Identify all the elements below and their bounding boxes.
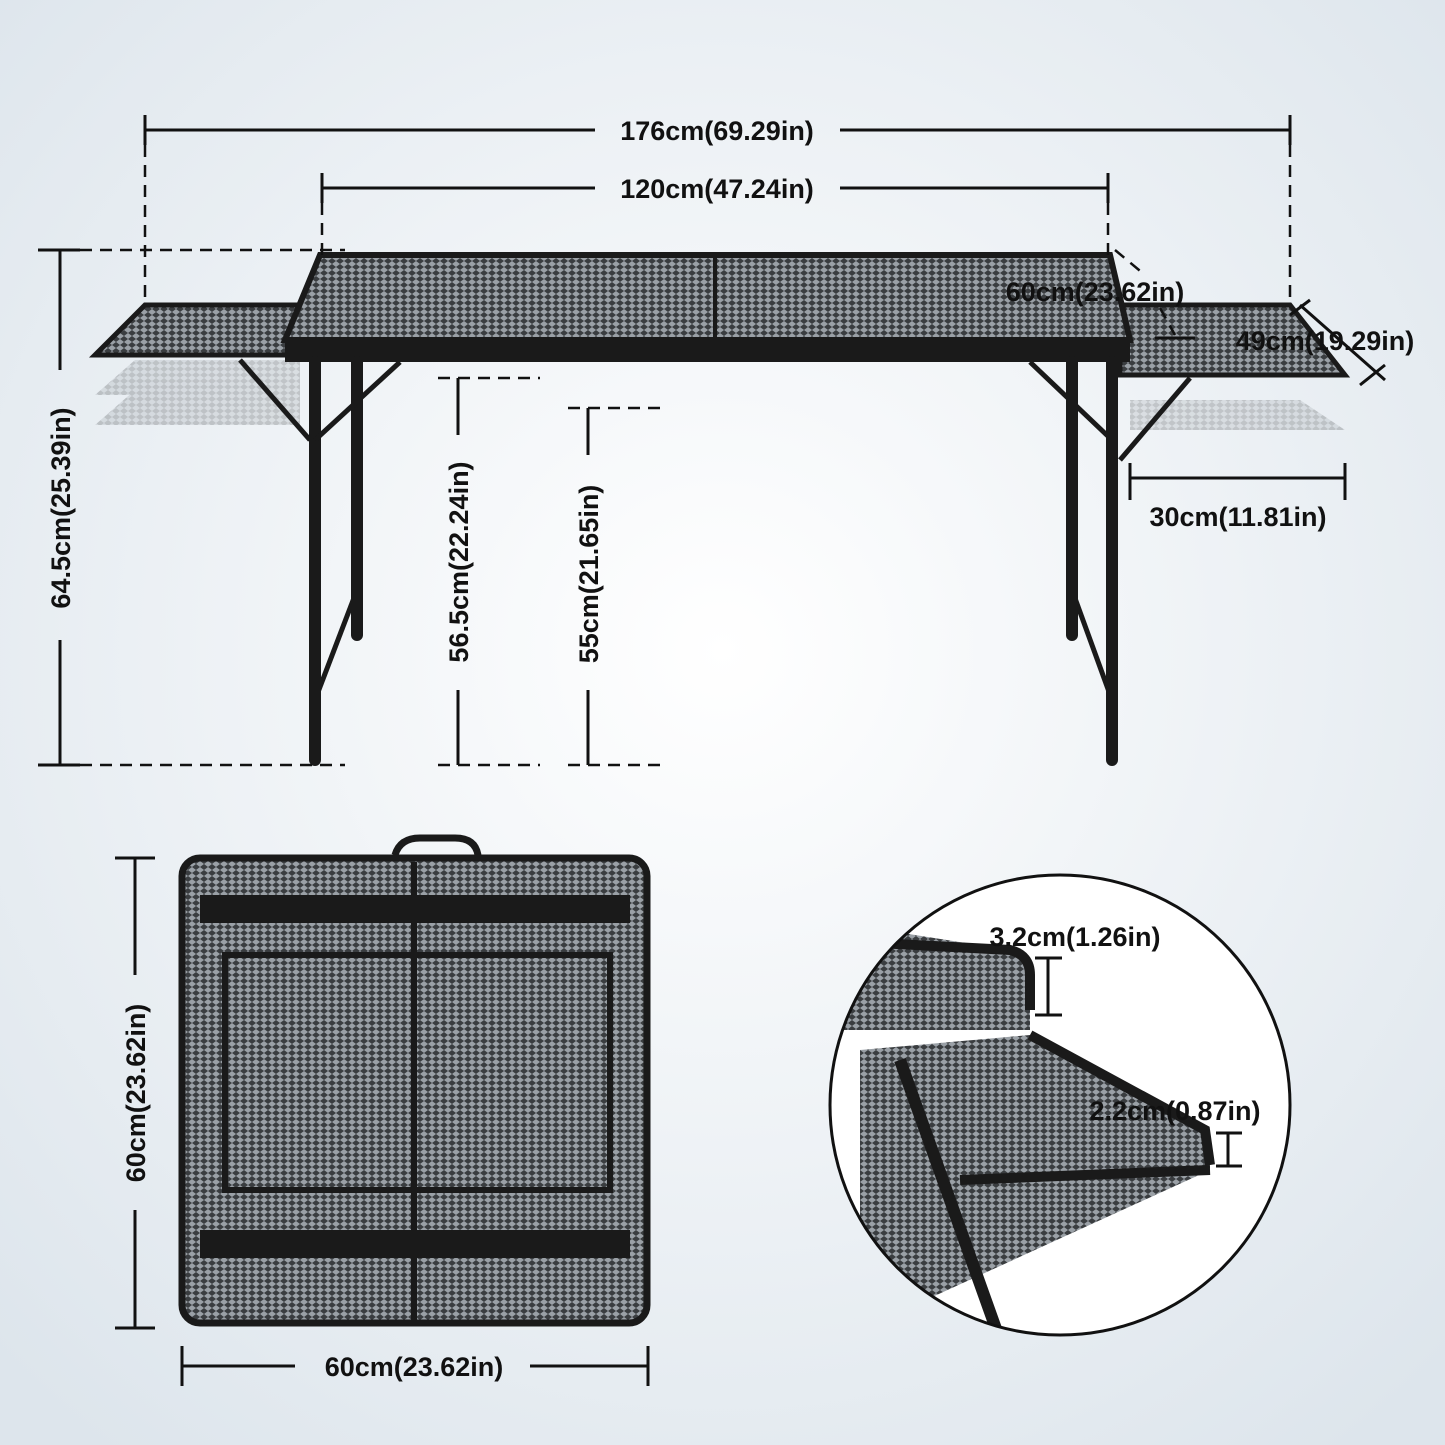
table-length-label: 120cm(47.24in) xyxy=(620,174,814,204)
carry-handle xyxy=(391,834,482,857)
folded-width-label: 60cm(23.62in) xyxy=(325,1352,504,1382)
table-depth-label: 60cm(23.62in) xyxy=(1006,277,1185,307)
leg-height-b-label: 55cm(21.65in) xyxy=(574,485,604,664)
table-top xyxy=(285,255,1130,340)
top-thickness-label: 3.2cm(1.26in) xyxy=(989,922,1160,952)
left-side-shelf xyxy=(95,305,305,355)
side-shelf-width-label: 30cm(11.81in) xyxy=(1149,502,1326,532)
total-length-label: 176cm(69.29in) xyxy=(620,116,814,146)
max-height-label: 64.5cm(25.39in) xyxy=(46,407,76,608)
shelf-thickness-label: 2.2cm(0.87in) xyxy=(1089,1096,1260,1126)
right-side-shelf xyxy=(1120,305,1345,375)
side-shelf-depth-label: 49cm(19.29in) xyxy=(1236,326,1415,356)
folded-height-label: 60cm(23.62in) xyxy=(121,1004,151,1183)
unfolded-table xyxy=(88,252,1351,766)
dimension-lines xyxy=(38,115,1386,1386)
folded-table xyxy=(178,834,651,1327)
leg-height-a-label: 56.5cm(22.24in) xyxy=(444,461,474,662)
detail-zoom-circle xyxy=(828,873,1292,1337)
